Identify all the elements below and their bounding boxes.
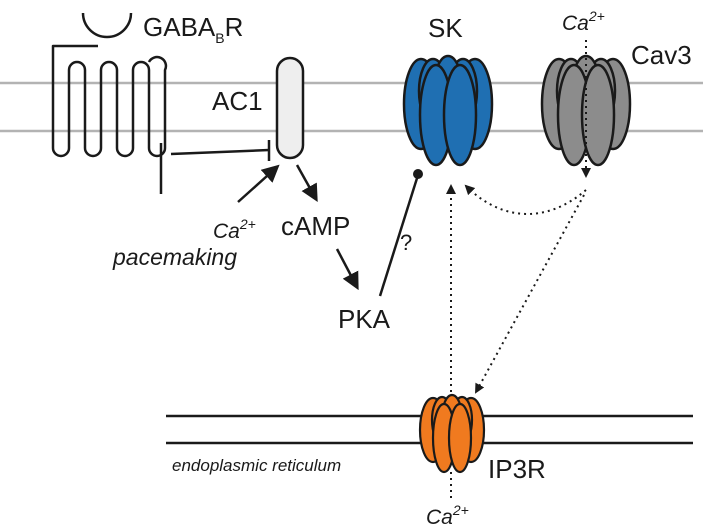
ac1-label: AC1 bbox=[212, 86, 263, 116]
pka-sk-terminal-dot bbox=[413, 169, 423, 179]
ip3r-channel bbox=[418, 393, 486, 474]
er-ca-superscript: 2+ bbox=[452, 502, 469, 518]
sk-label: SK bbox=[428, 13, 463, 43]
inhibition-line bbox=[170, 140, 271, 161]
cav3-ca-superscript: 2+ bbox=[588, 8, 605, 24]
pka-label: PKA bbox=[338, 304, 391, 334]
ac1-channel bbox=[275, 56, 305, 160]
svg-text:GABABR: GABABR bbox=[143, 12, 243, 46]
gabab-label: GABA bbox=[143, 12, 216, 42]
ac1-to-camp-arrow bbox=[295, 164, 318, 203]
pacemaking-label: pacemaking bbox=[112, 244, 237, 270]
pka-to-sk-line bbox=[378, 174, 420, 297]
svg-text:Ca2+: Ca2+ bbox=[562, 8, 605, 35]
cav3-sk-dotted-arrow bbox=[464, 184, 587, 215]
pacemaking-ca-label: Ca bbox=[213, 220, 240, 243]
camp-to-pka-arrow bbox=[335, 248, 359, 291]
cav3-ca-label: Ca bbox=[562, 12, 589, 35]
gabab-receptor bbox=[51, 12, 168, 194]
camp-label: cAMP bbox=[281, 211, 350, 241]
pacemaking-ca-superscript: 2+ bbox=[239, 216, 256, 232]
pka-sk-question-mark: ? bbox=[400, 230, 412, 255]
ca-to-ac1-arrow bbox=[237, 164, 280, 203]
er-label: endoplasmic reticulum bbox=[172, 456, 341, 475]
svg-text:Ca2+: Ca2+ bbox=[426, 502, 469, 529]
sk-channel bbox=[402, 54, 494, 167]
er-ca-label: Ca bbox=[426, 506, 453, 529]
gabab-r-label: R bbox=[225, 12, 244, 42]
svg-text:Ca2+: Ca2+ bbox=[213, 216, 256, 243]
cav3-label: Cav3 bbox=[631, 40, 692, 70]
cav3-ip3r-dotted-arrow bbox=[475, 194, 585, 394]
ip3r-label: IP3R bbox=[488, 454, 546, 484]
gabab-subscript: B bbox=[215, 30, 224, 46]
